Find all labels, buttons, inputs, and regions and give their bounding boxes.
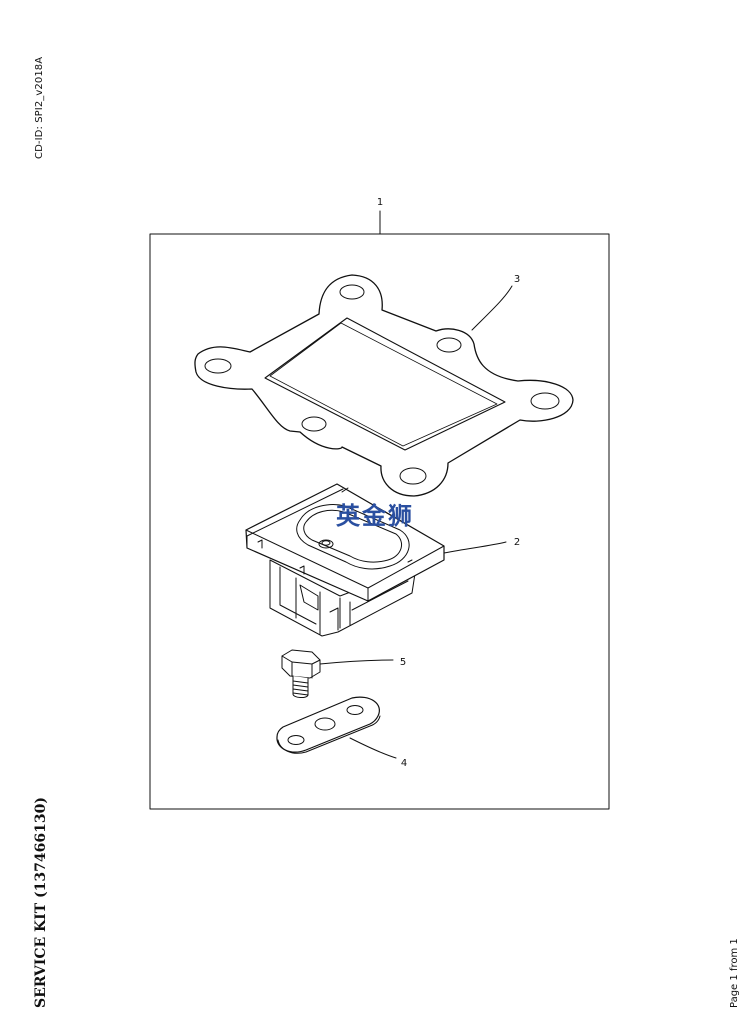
clamp-plate bbox=[276, 696, 381, 754]
valve-block bbox=[245, 483, 445, 637]
watermark: 英金狮 bbox=[336, 502, 414, 530]
callout-1: 1 bbox=[377, 197, 383, 208]
leader-2 bbox=[443, 541, 507, 554]
callout-5: 5 bbox=[400, 657, 406, 668]
gasket-bolt-hole bbox=[530, 392, 560, 410]
gasket bbox=[194, 274, 574, 497]
plate-hole bbox=[287, 735, 305, 745]
leader-4 bbox=[349, 737, 397, 759]
leader-3 bbox=[471, 285, 513, 331]
plate-hole bbox=[314, 717, 336, 731]
callout-3: 3 bbox=[514, 274, 520, 285]
gasket-bolt-hole bbox=[339, 284, 365, 300]
gasket-bolt-hole bbox=[399, 467, 427, 485]
leader-5 bbox=[319, 659, 394, 665]
callout-4: 4 bbox=[401, 758, 407, 769]
callout-2: 2 bbox=[514, 537, 520, 548]
hex-bolt bbox=[281, 649, 321, 698]
gasket-bolt-hole bbox=[204, 358, 232, 374]
gasket-bolt-hole bbox=[436, 337, 462, 353]
gasket-bolt-hole bbox=[301, 416, 327, 432]
plate-hole bbox=[346, 705, 364, 715]
